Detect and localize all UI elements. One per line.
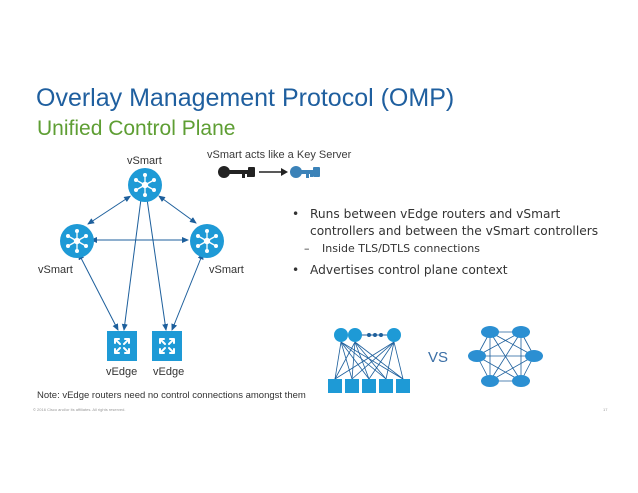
vsmart-hub-icon	[190, 224, 224, 258]
vedge-router-icon	[107, 331, 137, 361]
bullet-item: •Advertises control plane context	[292, 263, 508, 277]
vedge-right-label: vEdge	[153, 366, 185, 378]
vsmart-right-label: vSmart	[209, 264, 244, 276]
key-server-label: vSmart acts like a Key Server	[207, 149, 352, 161]
slide-title: Overlay Management Protocol (OMP)	[36, 84, 455, 112]
key-icon	[218, 166, 255, 178]
vsmart-left-label: vSmart	[38, 264, 73, 276]
page-number: 17	[603, 407, 608, 412]
bullet-text: Runs between vEdge routers and vSmart co…	[310, 207, 599, 238]
vs-label: VS	[428, 349, 449, 366]
footnote: Note: vEdge routers need no control conn…	[37, 390, 306, 401]
key-transfer-arrowhead	[281, 168, 288, 176]
vsmart-hub-icon	[128, 168, 162, 202]
key-icon	[290, 166, 320, 178]
connection-arrows	[78, 193, 204, 331]
vedge-left-label: vEdge	[106, 366, 138, 378]
bullet-item: •Runs between vEdge routers and vSmart c…	[292, 207, 599, 238]
slide-subtitle: Unified Control Plane	[37, 117, 236, 140]
sub-bullet-text: Inside TLS/DTLS connections	[322, 242, 480, 255]
sub-bullet-item: –Inside TLS/DTLS connections	[304, 242, 480, 255]
bullet-list: •Runs between vEdge routers and vSmart c…	[292, 206, 622, 285]
vsmart-top-label: vSmart	[127, 155, 162, 167]
bullet-text: Advertises control plane context	[310, 263, 508, 277]
hub-spoke-topology	[328, 328, 410, 393]
full-mesh-topology	[468, 326, 543, 387]
vsmart-hub-icon	[60, 224, 94, 258]
copyright-text: © 2016 Cisco and/or its affiliates. All …	[33, 407, 126, 412]
vedge-router-icon	[152, 331, 182, 361]
